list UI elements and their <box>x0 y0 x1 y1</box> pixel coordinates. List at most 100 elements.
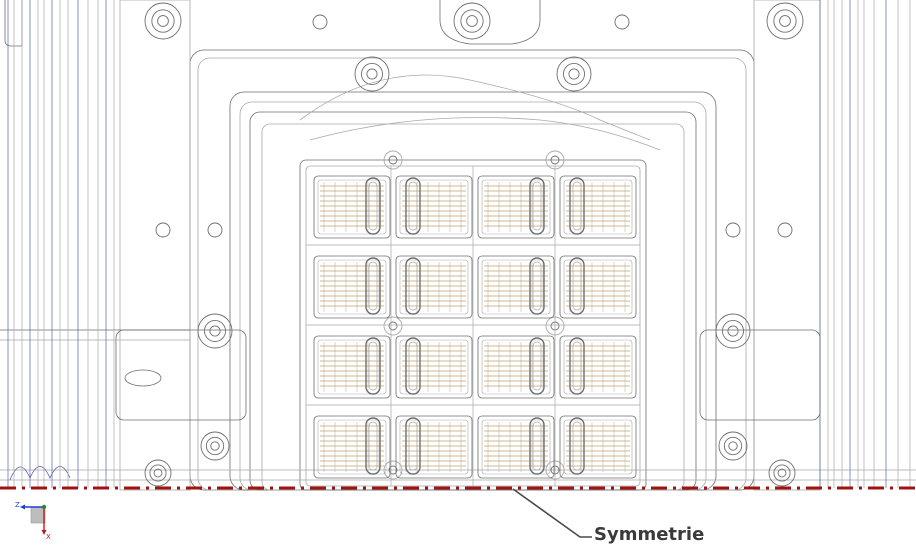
bolt-5-mid <box>204 320 226 342</box>
latch-capsule <box>365 257 381 315</box>
connector-module <box>313 335 391 399</box>
latch-capsule <box>405 337 421 395</box>
module-housing <box>395 415 473 479</box>
module-pin-core-2 <box>388 321 398 331</box>
connector-module <box>477 255 555 319</box>
connector-module <box>395 335 473 399</box>
module-housing <box>395 255 473 319</box>
bolt-7-mid <box>205 436 225 456</box>
bolt-0-outer <box>144 2 182 40</box>
module-housing <box>395 335 473 399</box>
latch-capsule-inner <box>368 261 378 311</box>
bolt-8-outer <box>718 431 748 461</box>
bolt-6-mid <box>722 320 744 342</box>
module-housing-inner <box>563 339 633 395</box>
latch-capsule-inner <box>572 341 582 391</box>
bolt-3-inner <box>366 68 378 80</box>
module-housing-inner <box>399 179 469 235</box>
triad-box <box>30 506 46 524</box>
latch-capsule <box>365 337 381 395</box>
triad-icon <box>20 504 47 535</box>
triad-origin <box>41 504 47 510</box>
module-housing <box>559 335 637 399</box>
small-hole-2 <box>155 222 171 238</box>
module-pin-core-4 <box>388 465 398 475</box>
small-hole-3 <box>207 222 223 238</box>
connector-module <box>477 415 555 479</box>
connector-module <box>559 255 637 319</box>
left-rail-lines <box>7 0 115 488</box>
left-flank <box>119 0 191 491</box>
module-carrier <box>299 159 647 491</box>
latch-capsule-inner <box>408 341 418 391</box>
bolt-4-inner <box>568 68 580 80</box>
latch-capsule-inner <box>408 261 418 311</box>
corner-bracket <box>4 0 23 47</box>
module-housing <box>559 255 637 319</box>
connector-module <box>395 175 473 239</box>
module-pin-2 <box>383 316 403 336</box>
triad-x-arrow <box>41 530 47 535</box>
connector-module <box>395 415 473 479</box>
module-pin-0 <box>383 150 403 170</box>
latch-capsule-inner <box>532 261 542 311</box>
latch-capsule-inner <box>532 341 542 391</box>
latch-capsule <box>405 257 421 315</box>
bolt-2-outer <box>766 2 804 40</box>
triad-z-label: Z <box>15 501 20 509</box>
bolt-8-inner <box>728 441 738 451</box>
bolt-8-mid <box>723 436 743 456</box>
module-housing-inner <box>481 259 551 315</box>
latch-capsule <box>365 417 381 475</box>
latch-capsule <box>529 257 545 315</box>
module-housing-inner <box>317 179 387 235</box>
latch-capsule-inner <box>368 181 378 231</box>
latch-capsule <box>569 257 585 315</box>
connector-module <box>559 415 637 479</box>
module-housing <box>313 415 391 479</box>
module-housing-inner <box>399 419 469 475</box>
connector-module <box>477 175 555 239</box>
top-lid <box>439 0 541 45</box>
small-hole-0 <box>312 14 328 30</box>
connector-module-grid <box>306 166 640 486</box>
bolt-10-outer <box>768 459 796 487</box>
bolt-9-outer <box>144 459 172 487</box>
bolt-1-outer <box>453 2 491 40</box>
latch-capsule <box>569 337 585 395</box>
module-housing <box>313 255 391 319</box>
right-rail-lines <box>819 0 911 488</box>
bolt-4-outer <box>556 56 592 92</box>
connector-module <box>559 175 637 239</box>
bolt-9-inner <box>153 468 163 478</box>
module-housing <box>477 175 555 239</box>
small-hole-4 <box>725 222 741 238</box>
latch-capsule-inner <box>532 421 542 471</box>
seal-wave <box>9 466 71 481</box>
bolt-10-mid <box>773 464 791 482</box>
right-boss <box>699 329 821 421</box>
connector-module <box>313 415 391 479</box>
module-housing-inner <box>399 339 469 395</box>
latch-capsule-inner <box>408 181 418 231</box>
module-housing-inner <box>563 419 633 475</box>
latch-capsule-inner <box>532 181 542 231</box>
bolt-5-inner <box>209 325 221 337</box>
bolt-10-inner <box>777 468 787 478</box>
module-housing-inner <box>481 179 551 235</box>
latch-capsule <box>529 337 545 395</box>
bolt-7-inner <box>210 441 220 451</box>
bolt-0-inner <box>157 15 169 27</box>
latch-capsule-inner <box>572 181 582 231</box>
latch-capsule-inner <box>368 341 378 391</box>
bolt-7-outer <box>200 431 230 461</box>
latch-capsule <box>569 177 585 235</box>
bolt-3-mid <box>361 63 383 85</box>
bolt-2-inner <box>779 15 791 27</box>
triad-z-arrow <box>20 504 25 510</box>
latch-capsule <box>405 417 421 475</box>
module-housing-inner <box>563 179 633 235</box>
left-slot <box>124 369 162 387</box>
small-hole-5 <box>777 222 793 238</box>
